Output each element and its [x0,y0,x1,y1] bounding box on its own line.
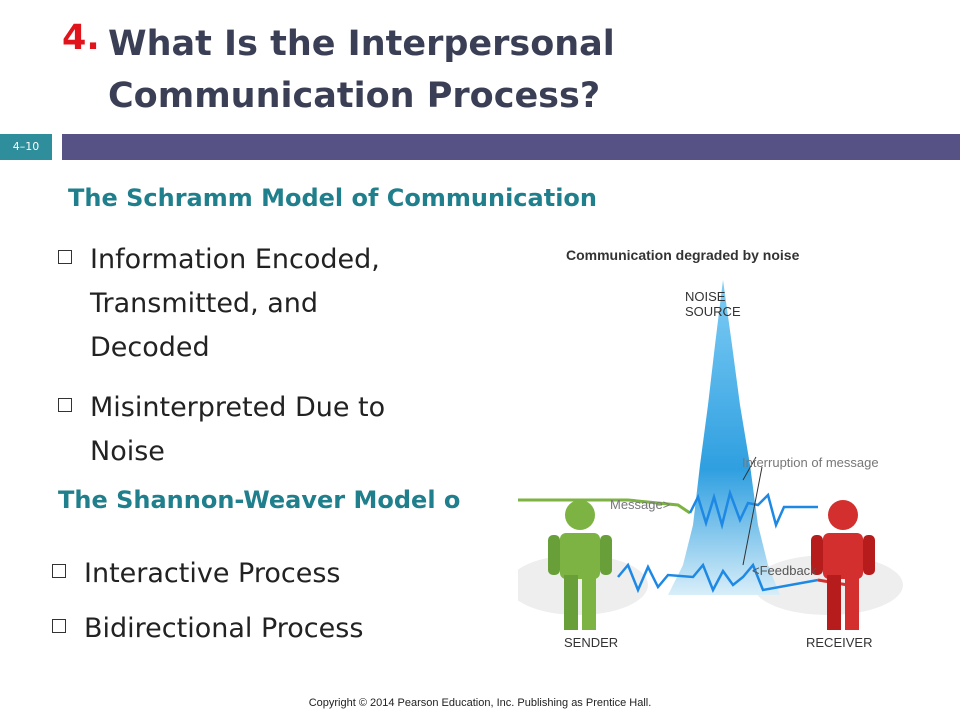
slide-title: What Is the Interpersonal Communication … [108,18,615,122]
shannon-heading: The Shannon-Weaver Model o [58,486,461,514]
receiver-figure [811,500,875,630]
section-number: 4. [62,18,100,58]
bullet-text: Bidirectional Process [84,613,364,644]
bullet-box-icon [52,618,66,633]
sender-figure [548,500,612,630]
pointer-line [742,466,763,566]
bullet-box-icon [52,563,66,578]
bullet-line: Noise [90,436,165,467]
feedback-label: <Feedback [752,563,817,578]
diagram-graphic [518,280,903,630]
bullet-line: Decoded [90,332,210,363]
bullet-text: Interactive Process [84,558,341,589]
message-label: Message> [610,497,671,512]
bullet-box-icon [58,249,72,264]
bullet-encoded: Information Encoded, Transmitted, and De… [58,238,380,370]
slide-title-line-1: What Is the Interpersonal [108,24,615,64]
source-label-line: SOURCE [685,304,741,319]
message-line [518,498,691,515]
noise-label-line: NOISE [685,289,726,304]
copyright-footer: Copyright © 2014 Pearson Education, Inc.… [308,697,652,709]
schramm-heading: The Schramm Model of Communication [68,184,597,212]
title-divider-bar [62,134,960,160]
message-wave [688,488,818,530]
pointer-line [742,456,757,481]
sender-label: SENDER [564,635,619,650]
communication-noise-diagram: Communication degraded by noise NOISE SO… [518,235,918,655]
receiver-label: RECEIVER [806,635,873,650]
feedback-wave [617,562,819,594]
bullet-line: Information Encoded, [90,244,380,275]
bullet-line: Transmitted, and [90,288,319,319]
noise-spike [668,280,780,595]
interruption-label: Interruption of message [742,455,879,470]
bullet-bidirectional: Bidirectional Process [52,607,363,651]
noise-source-label: NOISE SOURCE [685,289,741,319]
bullet-noise: Misinterpreted Due to Noise [58,386,385,474]
bullet-box-icon [58,397,72,412]
slide-title-line-2: Communication Process? [108,76,601,116]
diagram-title: Communication degraded by noise [566,247,800,263]
bullet-interactive: Interactive Process [52,552,340,596]
slide-number: 4–10 [0,134,52,160]
bullet-line: Misinterpreted Due to [90,392,386,423]
